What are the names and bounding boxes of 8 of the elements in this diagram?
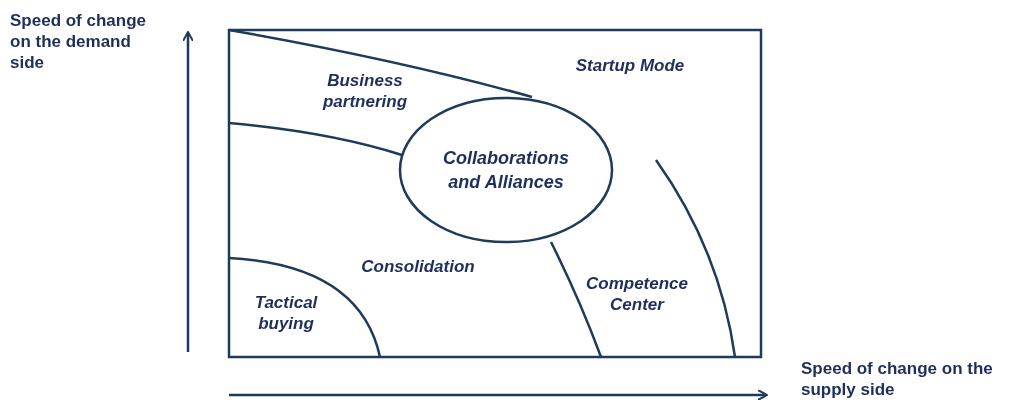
region-label: Consolidation (360, 256, 476, 277)
axis-label: Speed of change on the demand side (10, 10, 148, 73)
region-label: Collaborations and Alliances (442, 147, 570, 194)
axis-label: Speed of change on the supply side (801, 358, 994, 400)
region-label: Startup Mode (574, 55, 686, 76)
region-label: Business partnering (321, 70, 409, 112)
region-label: Tactical buying (253, 292, 319, 334)
region-label: Competence Center (585, 273, 689, 315)
